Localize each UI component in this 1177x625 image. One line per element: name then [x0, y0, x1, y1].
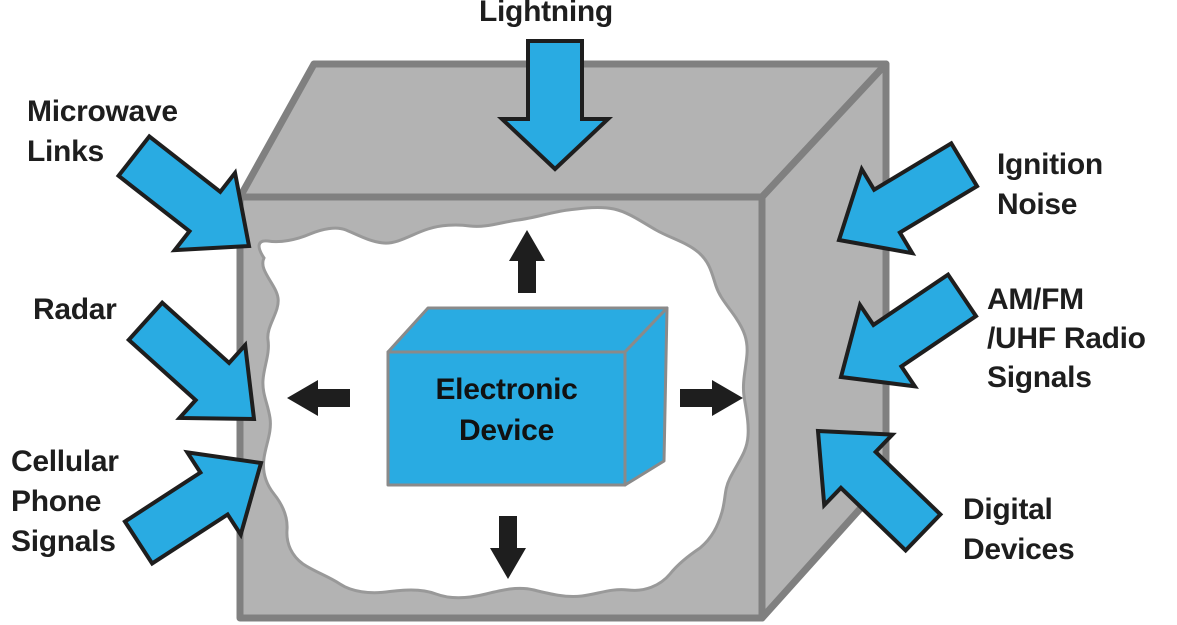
label-line: Radar: [33, 293, 117, 326]
ignition-noise-arrow-icon: [836, 140, 980, 256]
label-line: Cellular: [11, 445, 119, 478]
label-line: Ignition: [997, 148, 1103, 181]
emission-arrow-left-icon: [287, 380, 350, 416]
lightning-arrow-icon: [496, 39, 614, 172]
label-line: Signals: [987, 361, 1092, 394]
device-top-face: [386, 306, 669, 354]
label-electronic-device: Electronic Device: [388, 369, 625, 451]
device-front-face: [386, 350, 627, 487]
label-line: Phone: [11, 485, 102, 518]
label-line: /UHF Radio: [987, 322, 1146, 355]
label-cellular-phone-signals: Cellular Phone Signals: [11, 442, 119, 562]
label-line: Digital: [963, 493, 1053, 526]
device-emission-arrows: [287, 230, 743, 579]
label-lightning: Lightning: [479, 0, 613, 32]
amfm-uhf-arrow-icon: [838, 271, 979, 389]
interference-arrows: [115, 39, 980, 567]
label-line: Devices: [963, 533, 1075, 566]
label-line: Lightning: [479, 0, 613, 28]
emission-arrow-down-icon: [490, 516, 526, 579]
cellular-phone-arrow-icon: [122, 449, 264, 567]
radar-arrow-icon: [125, 299, 257, 422]
label-radar: Radar: [33, 290, 117, 330]
label-microwave-links: Microwave Links: [27, 92, 178, 172]
electronic-device-box: [386, 306, 669, 487]
emission-arrow-up-icon: [509, 230, 545, 293]
label-line: AM/FM: [987, 283, 1084, 316]
microwave-links-arrow-icon: [115, 133, 252, 253]
label-amfm-uhf-radio-signals: AM/FM /UHF Radio Signals: [987, 280, 1146, 397]
digital-devices-arrow-icon: [815, 428, 944, 554]
emission-arrow-right-icon: [680, 380, 743, 416]
label-line: Electronic: [435, 373, 578, 406]
label-line: Microwave: [27, 95, 178, 128]
label-line: Device: [459, 414, 554, 447]
label-ignition-noise: Ignition Noise: [997, 145, 1103, 225]
label-line: Noise: [997, 188, 1078, 221]
label-line: Signals: [11, 525, 116, 558]
label-digital-devices: Digital Devices: [963, 490, 1075, 570]
label-line: Links: [27, 135, 104, 168]
